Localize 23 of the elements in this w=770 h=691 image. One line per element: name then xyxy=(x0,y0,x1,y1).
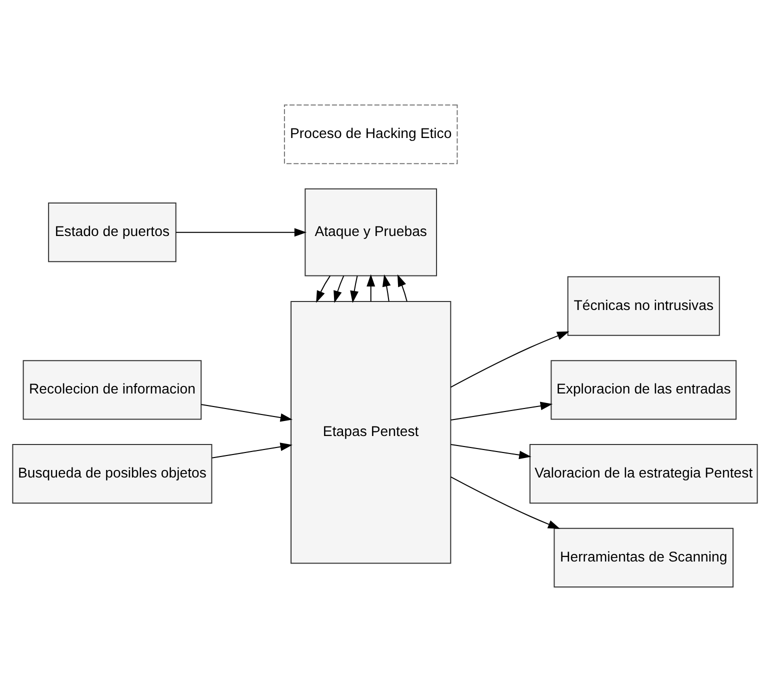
arrow xyxy=(366,274,376,301)
arrow xyxy=(201,404,293,422)
node-box: Exploracion de las entradas xyxy=(550,360,737,420)
node-box: Herramientas de Scanning xyxy=(554,527,734,587)
arrow xyxy=(450,401,553,420)
node-box: Valoracion de la estrategia Pentest xyxy=(529,444,758,504)
arrow xyxy=(397,274,408,302)
node-box: Técnicas no intrusivas xyxy=(567,276,720,336)
node-box: Estado de puertos xyxy=(48,202,176,262)
arrow xyxy=(450,443,532,459)
arrow xyxy=(450,476,560,528)
arrow xyxy=(176,228,307,236)
arrow xyxy=(450,330,570,388)
node-box: Ataque y Pruebas xyxy=(304,188,438,276)
node-box: Recolecion de informacion xyxy=(22,360,202,420)
node-box: Etapas Pentest xyxy=(290,300,452,564)
arrow xyxy=(350,275,358,302)
arrow xyxy=(316,275,331,302)
node-box: Busqueda de posibles objetos xyxy=(12,444,212,504)
arrow xyxy=(334,275,344,302)
node-box: Proceso de Hacking Etico xyxy=(284,104,458,164)
arrow xyxy=(382,274,391,302)
arrow xyxy=(212,442,292,458)
